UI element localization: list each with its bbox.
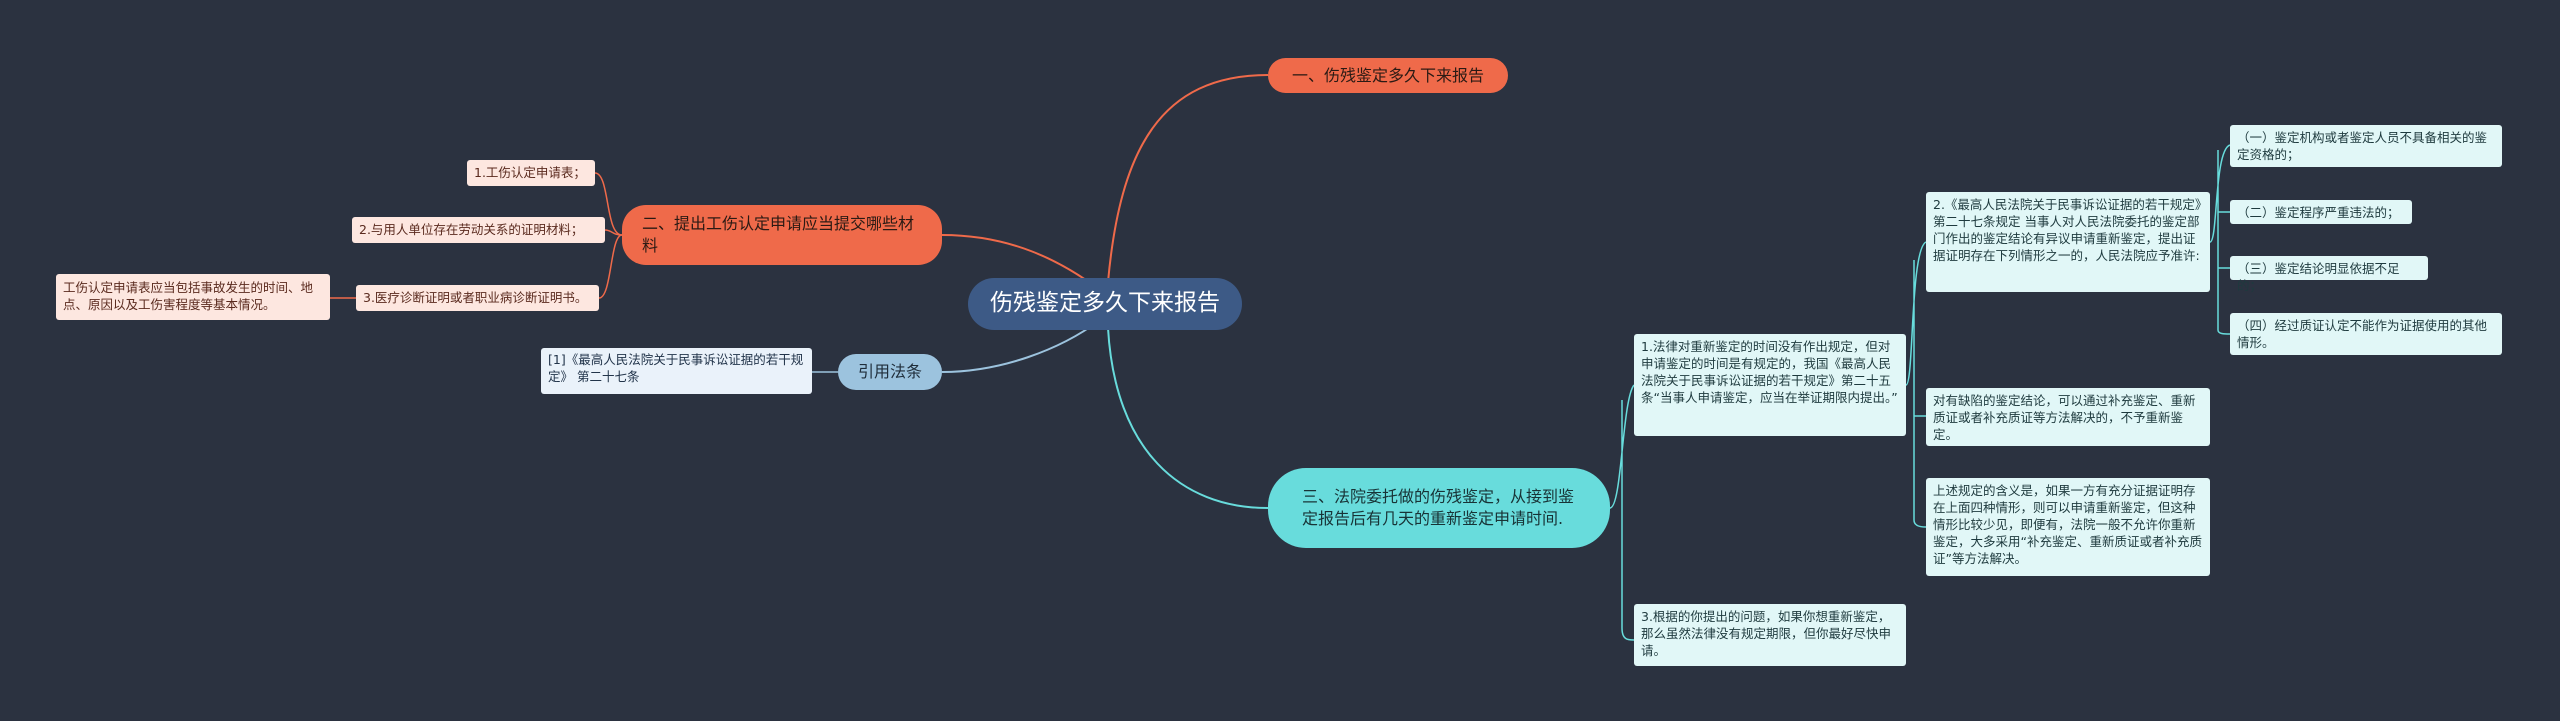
branch3-sub3-label: 对有缺陷的鉴定结论，可以通过补充鉴定、重新质证或者补充质证等方法解决的，不予重新… <box>1933 393 2196 442</box>
branch3-sub2-item-3-label: （三）鉴定结论明显依据不足的； <box>2237 261 2400 293</box>
branch3-sub2-item-3[interactable]: （三）鉴定结论明显依据不足的； <box>2230 256 2428 293</box>
branch3-node[interactable]: 三、法院委托做的伤残鉴定，从接到鉴定报告后有几天的重新鉴定申请时间. <box>1268 468 1610 548</box>
link-branch2-item3 <box>598 234 623 299</box>
law-label: 引用法条 <box>857 362 922 382</box>
branch2-item-1[interactable]: 1.工伤认定申请表； <box>467 160 595 186</box>
link-sub1-spine <box>1905 241 1927 528</box>
branch3-sub2-label: 2.《最高人民法院关于民事诉讼证据的若干规定》第二十七条规定 当事人对人民法院委… <box>1933 197 2202 263</box>
link-root-branch1 <box>1107 74 1269 283</box>
branch2-label: 二、提出工伤认定申请应当提交哪些材料 <box>642 214 915 255</box>
branch3-sub2-item-2[interactable]: （二）鉴定程序严重违法的； <box>2230 200 2412 224</box>
link-sub2-spine <box>2209 144 2231 335</box>
branch3-sub1[interactable]: 1.法律对重新鉴定的时间没有作出规定，但对申请鉴定的时间是有规定的，我国《最高人… <box>1634 334 1906 436</box>
branch2-item-3-label: 3.医疗诊断证明或者职业病诊断证明书。 <box>363 289 588 305</box>
branch3-sub2-item-1-label: （一）鉴定机构或者鉴定人员不具备相关的鉴定资格的； <box>2237 130 2488 162</box>
branch2-item-2[interactable]: 2.与用人单位存在劳动关系的证明材料； <box>352 217 605 243</box>
branch3-label: 三、法院委托做的伤残鉴定，从接到鉴定报告后有几天的重新鉴定申请时间. <box>1302 487 1575 528</box>
law-item-label: [1]《最高人民法院关于民事诉讼证据的若干规定》 第二十七条 <box>548 352 804 384</box>
branch2-item-3[interactable]: 3.医疗诊断证明或者职业病诊断证明书。 <box>356 285 599 311</box>
branch3-sub2[interactable]: 2.《最高人民法院关于民事诉讼证据的若干规定》第二十七条规定 当事人对人民法院委… <box>1926 192 2210 292</box>
branch2-note[interactable]: 工伤认定申请表应当包括事故发生的时间、地点、原因以及工伤害程度等基本情况。 <box>56 274 330 320</box>
branch3-sub5[interactable]: 3.根据的你提出的问题，如果你想重新鉴定，那么虽然法律没有规定期限，但你最好尽快… <box>1634 604 1906 666</box>
branch3-sub2-item-2-label: （二）鉴定程序严重违法的； <box>2237 205 2400 220</box>
branch3-sub4[interactable]: 上述规定的含义是，如果一方有充分证据证明存在上面四种情形，则可以申请重新鉴定，但… <box>1926 478 2210 576</box>
link-root-law <box>941 319 1101 373</box>
branch3-sub3[interactable]: 对有缺陷的鉴定结论，可以通过补充鉴定、重新质证或者补充质证等方法解决的，不予重新… <box>1926 388 2210 446</box>
link-root-branch3 <box>1107 327 1269 509</box>
branch3-sub2-item-1[interactable]: （一）鉴定机构或者鉴定人员不具备相关的鉴定资格的； <box>2230 125 2502 167</box>
branch3-sub5-label: 3.根据的你提出的问题，如果你想重新鉴定，那么虽然法律没有规定期限，但你最好尽快… <box>1641 609 1892 658</box>
branch2-node[interactable]: 二、提出工伤认定申请应当提交哪些材料 <box>622 205 942 265</box>
branch1-node[interactable]: 一、伤残鉴定多久下来报告 <box>1268 58 1508 93</box>
root-label: 伤残鉴定多久下来报告 <box>990 290 1220 317</box>
branch3-sub2-item-4-label: （四）经过质证认定不能作为证据使用的其他情形。 <box>2237 318 2488 350</box>
branch1-label: 一、伤残鉴定多久下来报告 <box>1291 65 1484 85</box>
branch2-note-label: 工伤认定申请表应当包括事故发生的时间、地点、原因以及工伤害程度等基本情况。 <box>63 280 314 312</box>
link-branch2-item1 <box>594 172 623 236</box>
branch3-sub2-item-4[interactable]: （四）经过质证认定不能作为证据使用的其他情形。 <box>2230 313 2502 355</box>
link-branch2-item2 <box>604 229 623 236</box>
branch2-item-1-label: 1.工伤认定申请表； <box>474 164 586 180</box>
law-node[interactable]: 引用法条 <box>838 354 942 390</box>
branch3-sub1-label: 1.法律对重新鉴定的时间没有作出规定，但对申请鉴定的时间是有规定的，我国《最高人… <box>1641 339 1898 405</box>
law-item[interactable]: [1]《最高人民法院关于民事诉讼证据的若干规定》 第二十七条 <box>541 348 812 394</box>
branch2-item-2-label: 2.与用人单位存在劳动关系的证明材料； <box>359 221 584 237</box>
link-branch3-spine <box>1609 384 1635 641</box>
branch3-sub4-label: 上述规定的含义是，如果一方有充分证据证明存在上面四种情形，则可以申请重新鉴定，但… <box>1933 483 2202 566</box>
root-node[interactable]: 伤残鉴定多久下来报告 <box>968 278 1242 330</box>
